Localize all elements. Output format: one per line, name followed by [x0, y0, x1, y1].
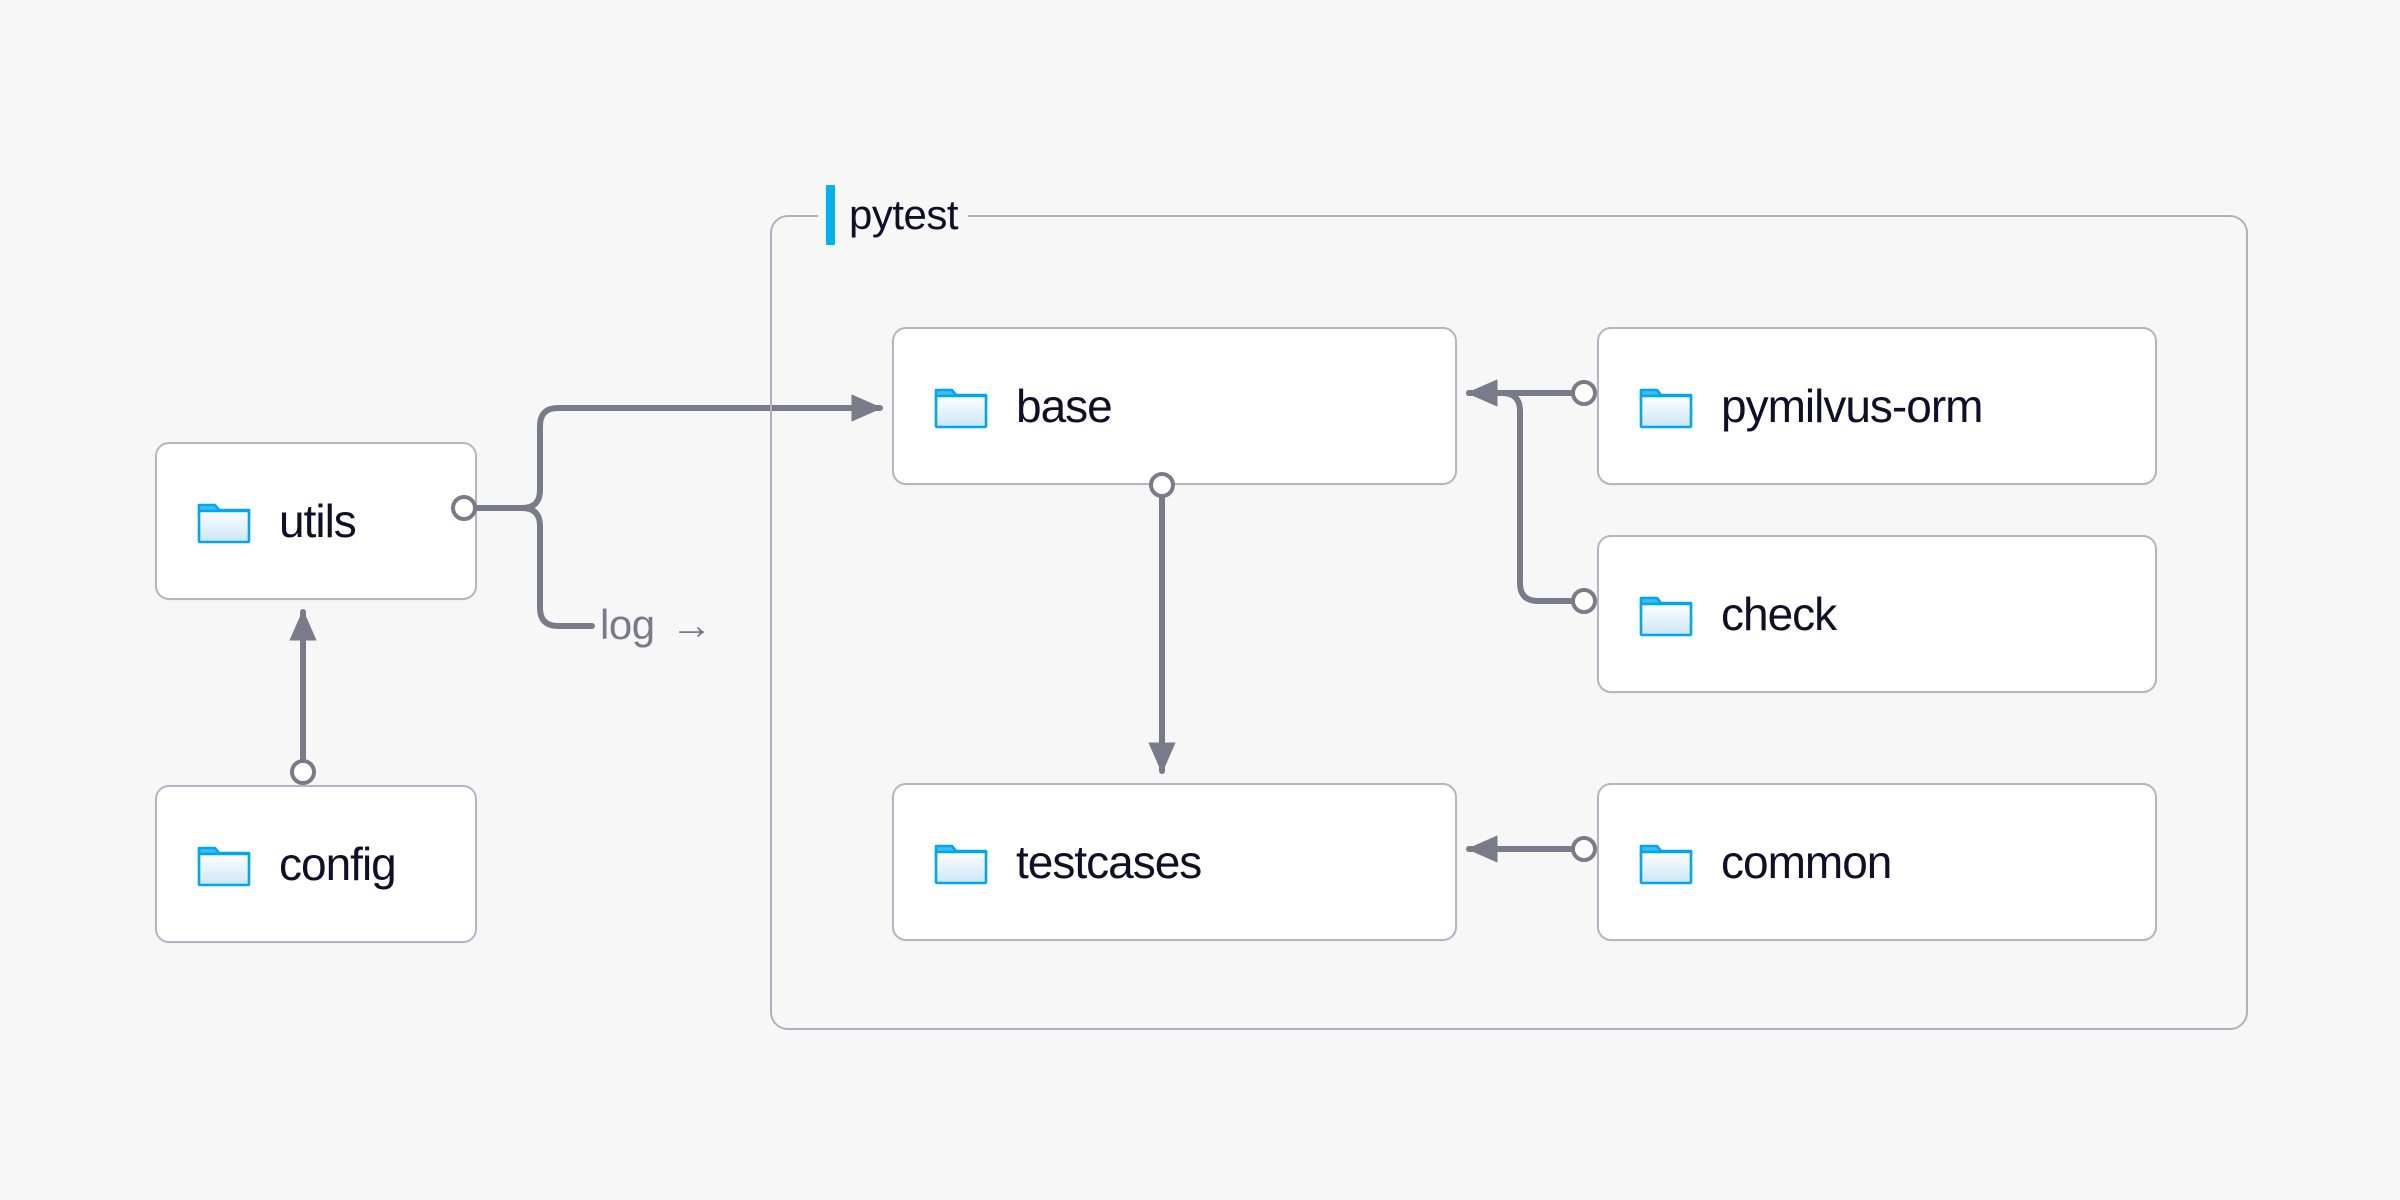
folder-icon: [1639, 388, 1693, 429]
node-base[interactable]: base: [892, 327, 1457, 485]
node-utils[interactable]: utils: [155, 442, 477, 600]
node-config-label: config: [279, 838, 397, 890]
node-testcases[interactable]: testcases: [892, 783, 1457, 941]
edge-label-log[interactable]: log →: [600, 601, 713, 648]
node-config[interactable]: config: [155, 785, 477, 943]
folder-icon: [934, 844, 988, 885]
node-utils-label: utils: [279, 495, 357, 547]
port-check-left[interactable]: [1571, 588, 1597, 614]
node-check[interactable]: check: [1597, 535, 2157, 693]
node-base-label: base: [1016, 380, 1113, 432]
node-pymilvus-orm-label: pymilvus-orm: [1721, 380, 1983, 432]
group-accent-bar: [826, 185, 835, 245]
group-pytest-label: pytest: [818, 184, 969, 246]
group-pytest[interactable]: [770, 215, 2248, 1030]
edge-label-log-text: log: [600, 601, 655, 648]
folder-icon: [197, 846, 251, 887]
port-config-top[interactable]: [290, 759, 316, 785]
port-pymilvus-orm-left[interactable]: [1571, 380, 1597, 406]
folder-icon: [1639, 844, 1693, 885]
node-pymilvus-orm[interactable]: pymilvus-orm: [1597, 327, 2157, 485]
arrow-right-icon: →: [670, 601, 713, 648]
port-utils-right[interactable]: [451, 495, 477, 521]
group-pytest-title: pytest: [849, 191, 959, 238]
node-common-label: common: [1721, 836, 1892, 888]
node-check-label: check: [1721, 588, 1837, 640]
port-common-left[interactable]: [1571, 836, 1597, 862]
folder-icon: [934, 388, 988, 429]
node-common[interactable]: common: [1597, 783, 2157, 941]
edge-utils-to-log: [474, 505, 595, 629]
folder-icon: [1639, 596, 1693, 637]
folder-icon: [197, 503, 251, 544]
port-base-bottom[interactable]: [1149, 472, 1175, 498]
node-testcases-label: testcases: [1016, 836, 1202, 888]
